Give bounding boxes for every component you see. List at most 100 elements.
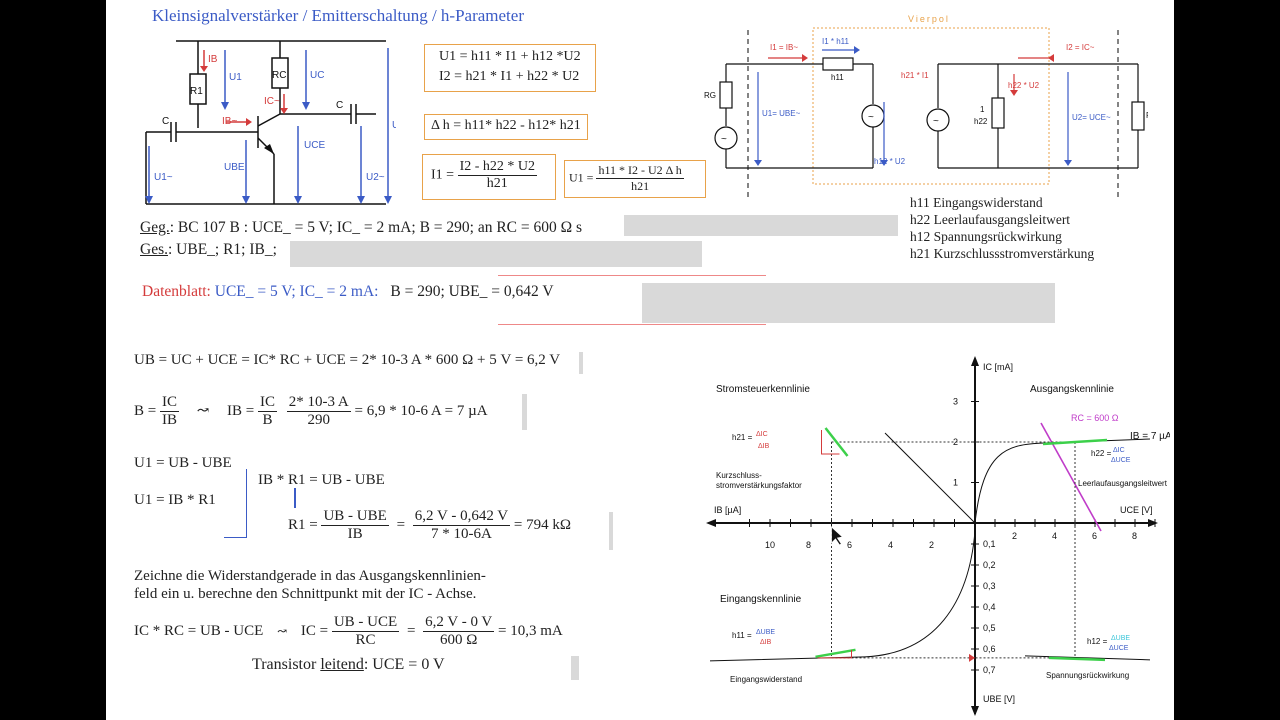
u1-diff: U1 = UB - UBE [134, 455, 232, 471]
vp-i2: I2 = IC~ [1066, 43, 1095, 52]
c2-label: C [336, 100, 343, 111]
kurz-label-1: Kurzschluss- [716, 471, 762, 480]
vp-h21i1: h21 * I1 [901, 71, 929, 80]
vierpol-diagram: Vierpol [704, 14, 1148, 198]
ic-axis-arrow [971, 356, 979, 366]
divider-top [498, 275, 766, 276]
legend-h21: h21 Kurzschlussstromverstärkung [910, 246, 1095, 261]
h21-num: ΔIC [756, 431, 768, 438]
eq-i2: I2 = h21 * I1 + h22 * U2 [439, 69, 580, 84]
uce-tick-label: 6 [1092, 531, 1097, 541]
uc-label: UC [310, 70, 324, 81]
svg-text:~: ~ [933, 116, 939, 127]
datasheet-label: Datenblatt: [142, 283, 211, 300]
ub-equation: UB = UC + UCE = IC* RC + UCE = 2* 10-3 A… [134, 352, 561, 368]
h11-label: h11 = [732, 631, 752, 640]
vp-h12u2: h12 * U2 [874, 157, 906, 166]
given-line: Geg.: BC 107 B : UCE_ = 5 V; IC_ = 2 mA;… [140, 219, 582, 237]
h11-num: ΔUBE [756, 629, 775, 636]
ube-tick-label: 0,1 [983, 539, 996, 549]
spann-label: Spannungsrückwirkung [1046, 671, 1129, 680]
h11-tangent [815, 648, 856, 659]
h11-triangle [817, 649, 852, 659]
ib-tick-label: 10 [765, 540, 775, 550]
ib-axis-label: IB [µA] [714, 505, 741, 515]
ib-r1-eq: IB * R1 = UB - UBE [258, 472, 385, 488]
kurz-label-2: stromverstärkungsfaktor [716, 481, 802, 490]
output-curve [974, 438, 1151, 524]
cursor-mark-3 [609, 512, 613, 550]
ube-tick-label: 0,6 [983, 644, 996, 654]
task-line-1: Zeichne die Widerstandgerade in das Ausg… [134, 568, 486, 584]
h12-label: h12 = [1087, 637, 1108, 646]
feedback-line [1024, 655, 1151, 661]
input-curve [709, 530, 976, 662]
delta-h: Δ h = h11* h22 - h12* h21 [431, 118, 581, 133]
vierpol-title: Vierpol [908, 14, 950, 24]
cursor-mark-2 [522, 394, 527, 430]
ube-tick-label: 0,2 [983, 560, 996, 570]
emitter-circuit: IB U1 R1 RC UC IC~ C C IB~ UBE UCE UB U1… [145, 40, 396, 205]
u1-lhs: U1 = [569, 170, 594, 185]
cursor-mark-4 [571, 656, 579, 680]
legend-h22: h22 Leerlaufausgangsleitwert [910, 212, 1071, 227]
transistor-line: Transistor leitend: UCE = 0 V [252, 656, 445, 673]
h11-den: ΔIB [760, 639, 772, 646]
vp-rg: RG [704, 91, 716, 100]
r1-label: R1 [190, 86, 203, 97]
title-ausgang: Ausgangskennlinie [1030, 384, 1114, 395]
vp-i1h11: I1 * h11 [822, 37, 850, 46]
vp-rl: RL [1146, 111, 1148, 120]
vp-h11: h11 [831, 73, 844, 82]
h22-num: ΔIC [1113, 447, 1125, 454]
ein-label: Eingangswiderstand [730, 675, 802, 684]
divider-bottom [498, 324, 766, 325]
h21-triangle [821, 430, 840, 455]
i1-den: h21 [486, 176, 508, 191]
cursor-mark-1 [579, 352, 583, 374]
uce-axis-arrow [1148, 519, 1158, 527]
delta-h-box: Δ h = h11* h22 - h12* h21 [424, 114, 588, 140]
h21-tangent [824, 427, 849, 457]
uce-label: UCE [304, 140, 325, 151]
redaction-2 [290, 241, 702, 267]
redaction-3 [642, 283, 1055, 323]
u1-ib-r1: U1 = IB * R1 [134, 492, 216, 508]
u1-num: h11 * I2 - U2 Δ h [596, 163, 684, 179]
rc-annotation: RC = 600 Ω [1071, 413, 1119, 423]
current-control-line [884, 432, 976, 524]
c1-label: C [162, 116, 169, 127]
four-quadrant-chart: IC [mA]IB [µA]UCE [V]UBE [V]123246810108… [706, 356, 1170, 716]
datasheet-rest: B = 290; UBE_ = 0,642 V [390, 283, 554, 300]
whiteboard-page: Kleinsignalverstärker / Emitterschaltung… [106, 0, 1174, 720]
h12-den: ΔUCE [1109, 645, 1129, 652]
vp-i1: I1 = IB~ [770, 43, 798, 52]
i1-num: I2 - h22 * U2 [457, 159, 537, 176]
eq-u1: U1 = h11 * I1 + h12 *U2 [439, 49, 581, 64]
ib-tick-label: 2 [929, 540, 934, 550]
task-line-2: feld ein u. berechne den Schnittpunkt mi… [134, 586, 477, 602]
h22-tangent [1042, 438, 1108, 446]
h21-den: ΔIB [758, 443, 770, 450]
title-eingang: Eingangskennlinie [720, 594, 802, 605]
h-equations-box: U1 = h11 * I1 + h12 *U2 I2 = h21 * I1 + … [424, 44, 596, 92]
u1-den: h21 [631, 179, 650, 193]
mouse-cursor [831, 526, 844, 546]
ube-tick-label: 0,4 [983, 602, 996, 612]
legend-h12: h12 Spannungsrückwirkung [910, 229, 1062, 244]
redaction-1 [624, 215, 898, 236]
uce-axis-label: UCE [V] [1120, 505, 1153, 515]
i1-lhs: I1 = [431, 167, 455, 183]
title-stromsteuer: Stromsteuerkennlinie [716, 384, 810, 395]
ube-marker [969, 653, 975, 662]
given-text: : BC 107 B : UCE_ = 5 V; IC_ = 2 mA; B =… [169, 219, 583, 236]
rc-label: RC [272, 70, 286, 81]
ube-tick-label: 0,7 [983, 665, 996, 675]
ic-ac-label: IC~ [264, 96, 280, 107]
u2-ac-label: U2~ [366, 172, 385, 183]
ube-tick-label: 0,5 [983, 623, 996, 633]
ic-axis-label: IC [mA] [983, 362, 1013, 372]
page-title: Kleinsignalverstärker / Emitterschaltung… [152, 6, 524, 25]
